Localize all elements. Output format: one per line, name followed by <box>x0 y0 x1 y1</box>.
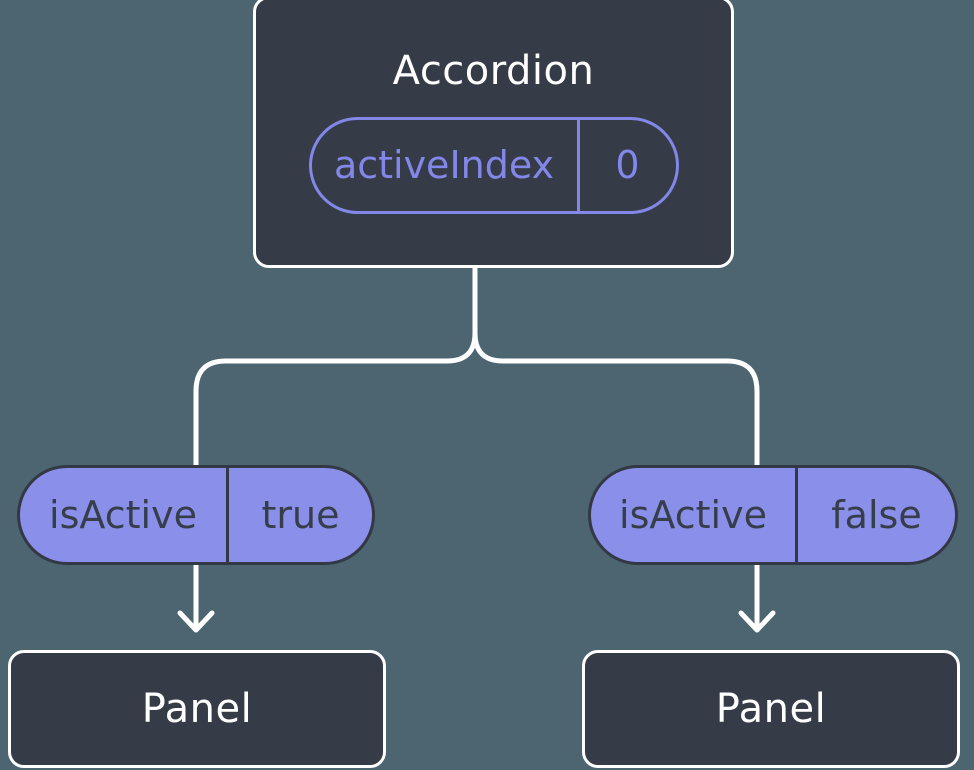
is-active-pill-right: isActive false <box>588 465 958 565</box>
panel-node-left-title: Panel <box>141 686 253 732</box>
accordion-node: Accordion activeIndex 0 <box>253 0 734 268</box>
prop-value-label: 0 <box>576 119 676 211</box>
is-active-name-right: isActive <box>619 493 767 537</box>
arrowhead-down-right-icon <box>738 610 776 633</box>
is-active-pill-left: isActive true <box>17 465 375 565</box>
prop-name-label: activeIndex <box>333 143 555 187</box>
is-active-name-left: isActive <box>49 493 197 537</box>
panel-node-right-title: Panel <box>715 686 827 732</box>
connector-branch-right <box>472 261 760 627</box>
active-index-prop-pill: activeIndex 0 <box>308 116 679 214</box>
panel-node-right: Panel <box>582 650 960 768</box>
is-active-value-left: true <box>226 468 372 562</box>
connector-branch-left <box>193 261 478 627</box>
panel-node-left: Panel <box>8 650 386 768</box>
arrowhead-down-left-icon <box>177 610 215 633</box>
is-active-value-right: false <box>795 468 955 562</box>
accordion-node-title: Accordion <box>392 47 595 94</box>
